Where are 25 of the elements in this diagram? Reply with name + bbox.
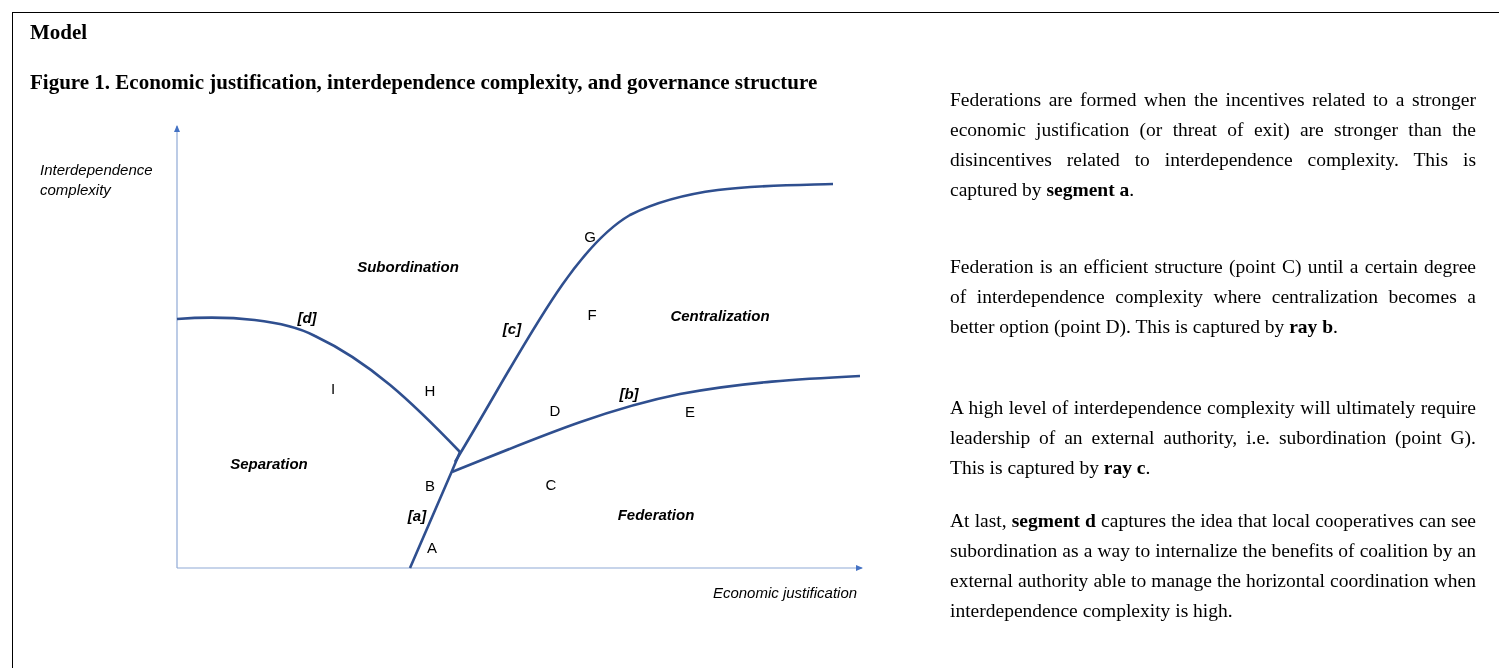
region-label: Subordination: [357, 257, 459, 275]
point-label: E: [685, 402, 695, 420]
paragraph: Federations are formed when the incentives related to a stronger economic justification (or threat of exit) are stronger than the disincentives related to interdependence complexity. This is captured by segment a.: [950, 88, 1476, 202]
point-label: A: [427, 538, 437, 556]
point-label: I: [330, 379, 336, 397]
curve-label: [a]: [407, 506, 427, 524]
paragraph: At last, segment d captures the idea that local cooperatives can see subordination as a way to internalize the benefits of coalition by an external authority able to manage the horizontal coordination when interdependence complexity is high.: [950, 509, 1476, 623]
axis-label: Economic justification: [712, 583, 858, 601]
point-label: H: [424, 381, 436, 399]
point-label: D: [549, 401, 561, 419]
paragraph: Federation is an efficient structure (point C) until a certain degree of interdependence complexity where centralization becomes a better option (point D). This is captured by ray b.: [950, 255, 1476, 339]
figure-caption: Figure 1. Economic justification, interdependence complexity, and governance structure: [30, 70, 818, 95]
point-label: C: [545, 475, 557, 493]
curve-label: [d]: [297, 308, 317, 326]
point-label: G: [584, 227, 596, 245]
curve-label: [b]: [619, 384, 639, 402]
heading: Model: [30, 20, 88, 45]
point-label: F: [587, 305, 597, 323]
axis-label: Interdependence complexity: [40, 160, 154, 200]
paragraph: A high level of interdependence complexity will ultimately require leadership of an external authority, i.e. subordination (point G). This is captured by ray c.: [950, 396, 1476, 480]
point-label: B: [425, 476, 435, 494]
region-label: Separation: [230, 454, 308, 472]
region-label: Federation: [617, 505, 695, 523]
curve-label: [c]: [502, 319, 522, 337]
region-label: Centralization: [670, 306, 770, 324]
